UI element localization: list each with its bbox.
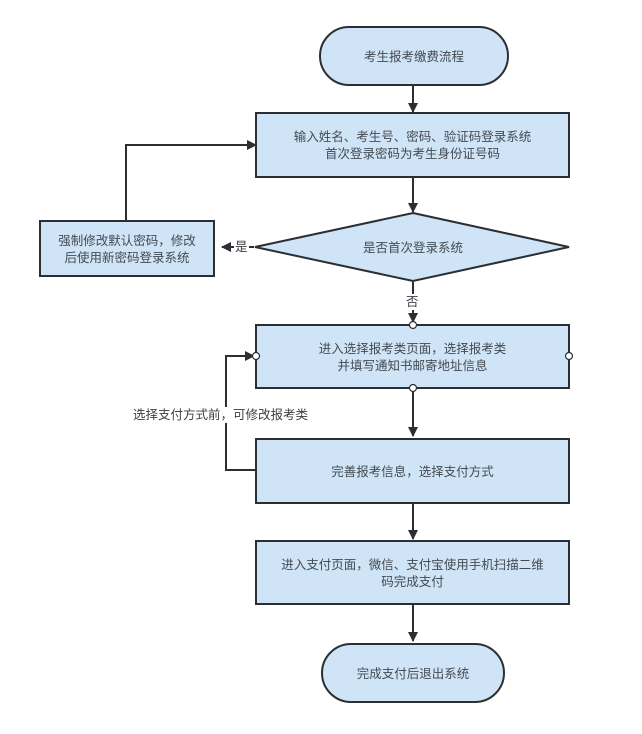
node-login[interactable]: [255, 112, 570, 178]
port-bottom[interactable]: [408, 383, 418, 393]
node-decision-label: 是否首次登录系统: [362, 239, 463, 255]
node-decision[interactable]: [254, 211, 570, 283]
edge-label-yes: 是: [234, 239, 249, 255]
edge-label-no: 否: [406, 294, 419, 310]
node-payment-label: 进入支付页面，微信、支付宝使用手机扫描二维 码完成支付: [281, 556, 544, 589]
node-start-label: 考生报考缴费流程: [363, 48, 464, 64]
edge-label-loop: 选择支付方式前，可修改报考类: [133, 407, 309, 423]
node-end[interactable]: [321, 643, 505, 703]
dot-marker: [411, 288, 415, 292]
node-payment[interactable]: [255, 540, 570, 605]
node-complete-info-label: 完善报考信息，选择支付方式: [331, 463, 494, 479]
node-select-category-label: 进入选择报考类页面，选择报考类 并填写通知书邮寄地址信息: [318, 340, 507, 373]
node-change-password-label: 强制修改默认密码，修改 后使用新密码登录系统: [58, 232, 196, 265]
node-change-password[interactable]: [39, 220, 215, 277]
edge-change-to-login: [125, 140, 257, 222]
node-select-category[interactable]: [255, 324, 570, 389]
node-end-label: 完成支付后退出系统: [356, 665, 470, 681]
node-start[interactable]: [319, 26, 509, 86]
port-right[interactable]: [564, 351, 574, 361]
port-left[interactable]: [251, 351, 261, 361]
node-login-label: 输入姓名、考生号、密码、验证码登录系统 首次登录密码为考生身份证号码: [293, 129, 532, 161]
node-complete-info[interactable]: [255, 438, 570, 504]
port-top[interactable]: [408, 320, 418, 330]
